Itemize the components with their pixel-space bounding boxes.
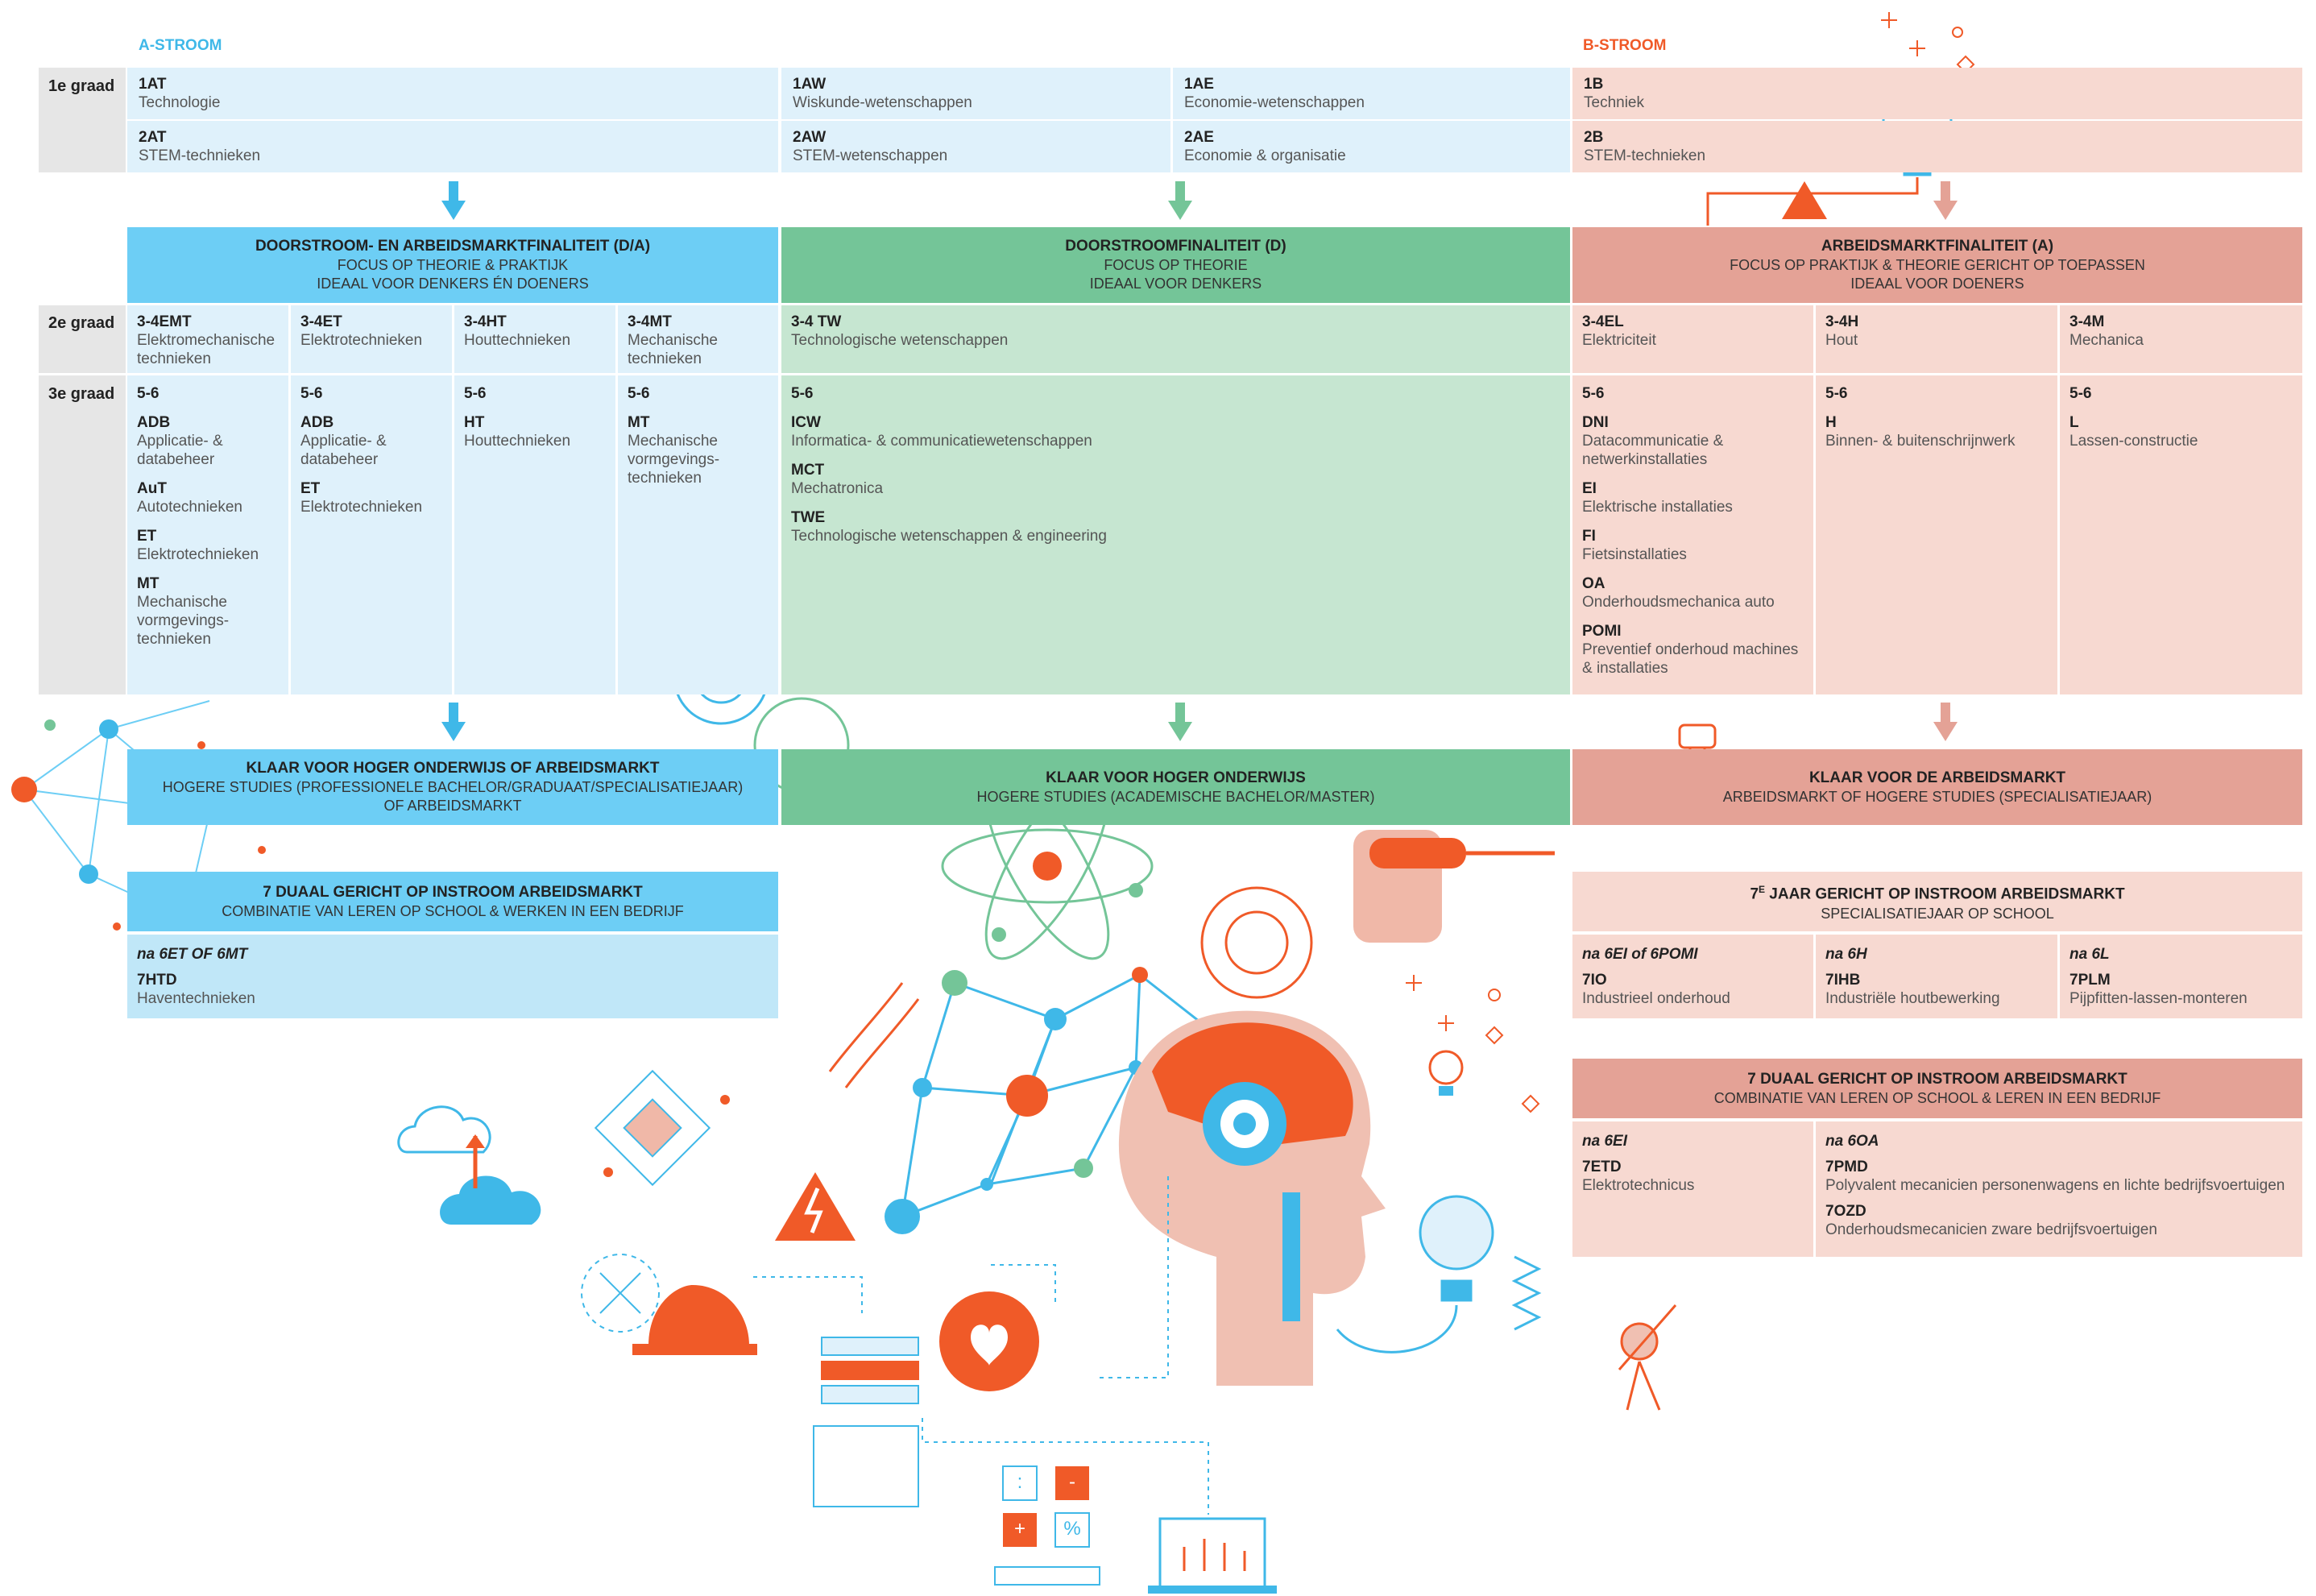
ready-b-header: KLAAR VOOR DE ARBEIDSMARKT ARBEIDSMARKT … [1572, 749, 2302, 825]
calculator-icon [994, 1465, 1100, 1586]
gear-orange-icon [1200, 886, 1313, 999]
helmet-icon [632, 1285, 757, 1355]
lightbulb-icon [1419, 1195, 1494, 1302]
dual-a-header: 7 DUAAL GERICHT OP INSTROOM ARBEIDSMARKT… [127, 872, 778, 931]
calc-divide-key: : [1017, 1471, 1023, 1493]
dual-b-card-left: na 6EI 7ETD Elektrotechnicus [1572, 1121, 1813, 1257]
a-stream-label: A-STROOM [139, 37, 222, 54]
finality-d-header: DOORSTROOMFINALITEIT (D) FOCUS OP THEORI… [781, 227, 1570, 303]
zigzag-icon [1511, 1255, 1542, 1331]
hand-screwdriver-icon [1353, 830, 1555, 943]
finality-a-header: ARBEIDSMARKTFINALITEIT (A) FOCUS OP PRAK… [1572, 227, 2302, 303]
chip-icon [594, 1069, 711, 1187]
cloud-icon [397, 1105, 491, 1154]
grade-1-label: 1e graad [48, 77, 115, 95]
arrow-down-icon [1933, 703, 1958, 741]
calc-plus-key: + [1013, 1518, 1025, 1540]
stars-icon [1406, 975, 1540, 1113]
heart-bubble-icon [939, 1291, 1039, 1391]
blueprint-icon [813, 1337, 919, 1507]
laptop-icon [1148, 1517, 1277, 1594]
seventh-b-card-3: na 6L 7PLM Pijpfitten-lassen-monteren [2060, 935, 2302, 1018]
arrow-down-icon [441, 703, 466, 741]
arrow-down-icon [1933, 181, 1958, 220]
seventh-b-header: 7E JAAR GERICHT OP INSTROOM ARBEIDSMARKT… [1572, 872, 2302, 931]
lightbulb-small-icon [1428, 1050, 1464, 1096]
ready-a-header: KLAAR VOOR HOGER ONDERWIJS OF ARBEIDSMAR… [127, 749, 778, 825]
arrow-down-icon [441, 181, 466, 220]
seventh-b-card-1: na 6EI of 6POMI 7IO Industrieel onderhou… [1572, 935, 1813, 1018]
calc-percent-key: % [1063, 1518, 1081, 1540]
arrow-down-icon [1168, 181, 1192, 220]
grade-1-panel [39, 68, 126, 172]
warning-small-icon [1782, 181, 1827, 219]
cloud-upload-icon [440, 1134, 541, 1225]
grade-3-panel [39, 375, 126, 694]
dual-b-header: 7 DUAAL GERICHT OP INSTROOM ARBEIDSMARKT… [1572, 1059, 2302, 1118]
dual-a-card: na 6ET OF 6MT 7HTD Haventechnieken [127, 935, 778, 1018]
arrow-down-icon [1168, 703, 1192, 741]
b-stream-label: B-STROOM [1583, 37, 1667, 54]
tools-icon [581, 1254, 660, 1333]
robot-arm-icon [1618, 1304, 1677, 1411]
grade-2-label: 2e graad [48, 314, 115, 332]
calc-minus-key: - [1069, 1471, 1075, 1493]
grade-2-panel [39, 305, 126, 373]
grade-3-label: 3e graad [48, 385, 115, 403]
ready-d-header: KLAAR VOOR HOGER ONDERWIJS HOGERE STUDIE… [781, 749, 1570, 825]
warning-icon [775, 1172, 856, 1241]
head-profile-icon [1118, 1010, 1386, 1386]
finality-da-header: DOORSTROOM- EN ARBEIDSMARKTFINALITEIT (D… [127, 227, 778, 303]
dna-icon [828, 982, 920, 1088]
seventh-b-card-2: na 6H 7IHB Industriële houtbewerking [1816, 935, 2057, 1018]
